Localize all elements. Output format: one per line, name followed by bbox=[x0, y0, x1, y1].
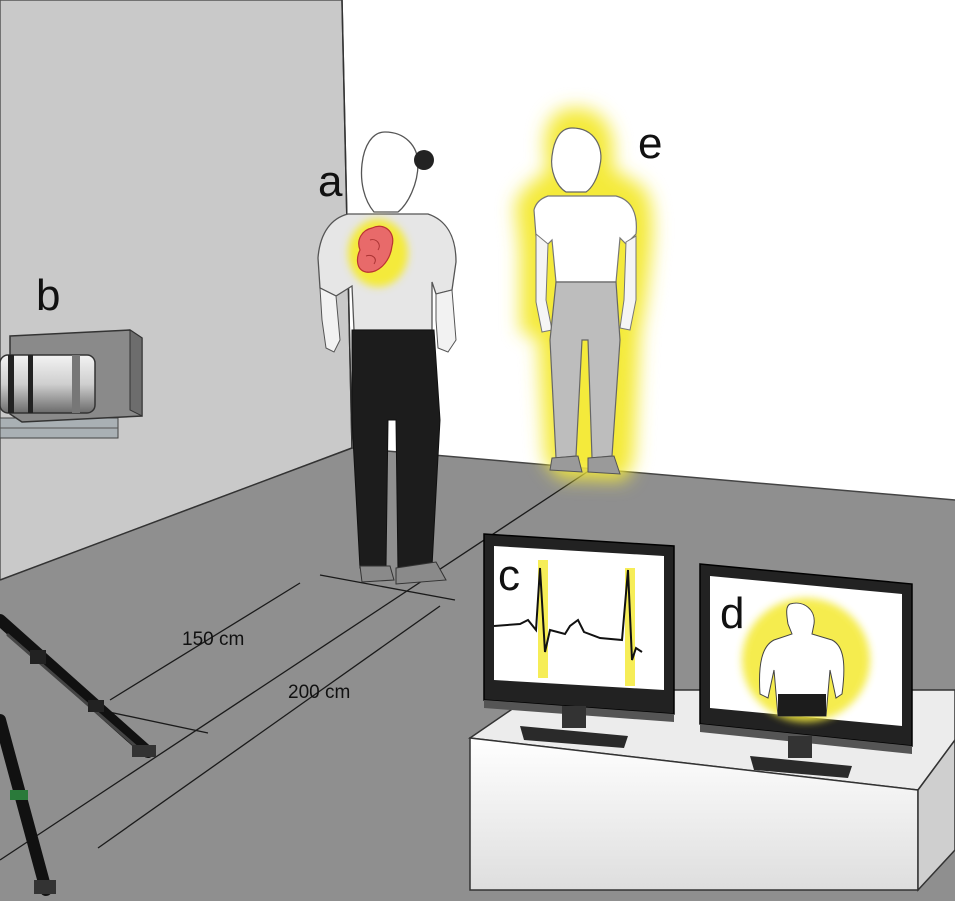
label-b: b bbox=[36, 271, 60, 320]
dimension-label-200: 200 cm bbox=[288, 682, 350, 703]
label-e: e bbox=[638, 119, 662, 168]
head-mounted-display bbox=[414, 150, 434, 170]
camera-lens bbox=[0, 355, 95, 413]
label-c: c bbox=[498, 551, 520, 600]
dimension-label-150: 150 cm bbox=[182, 629, 244, 650]
virtual-body-head bbox=[552, 128, 601, 192]
participant-arm-right bbox=[436, 290, 456, 352]
label-d: d bbox=[720, 589, 744, 638]
label-a: a bbox=[318, 157, 343, 206]
